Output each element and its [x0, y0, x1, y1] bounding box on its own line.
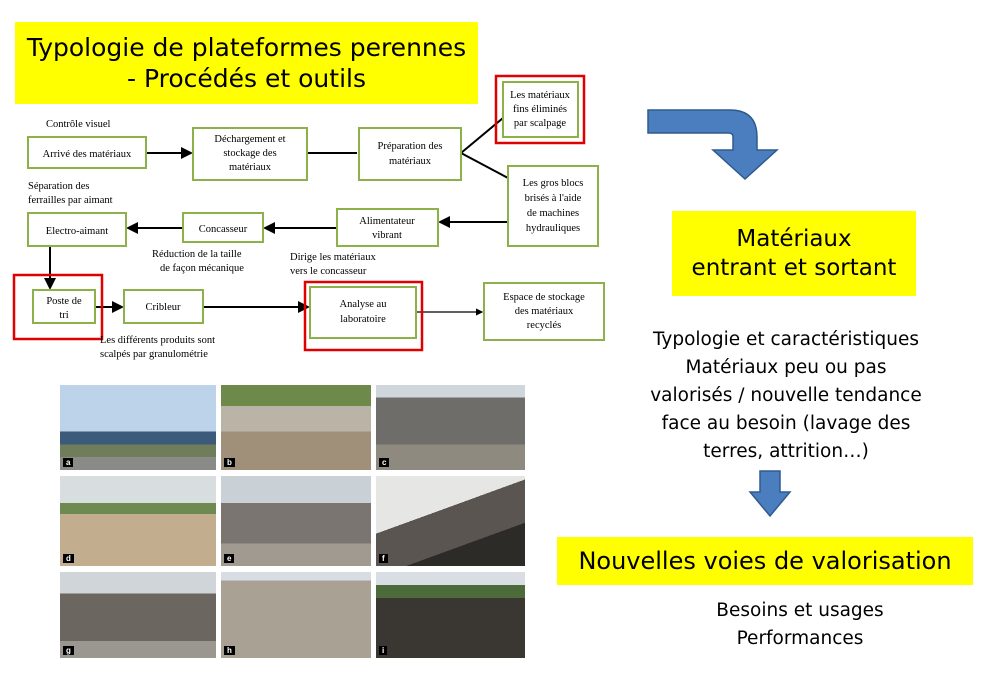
note-separation: Séparation des: [28, 181, 90, 192]
paragraph-line: terres, attrition…): [703, 441, 869, 462]
box-cribleur: Cribleur: [146, 302, 181, 313]
photo-c: c: [376, 385, 525, 470]
paragraph-line: face au besoin (lavage des: [661, 413, 911, 434]
box-espace-l2: des matériaux: [515, 306, 574, 317]
box-preparation: Préparation des: [377, 141, 442, 152]
box-fins-l2: fins éliminés: [513, 104, 567, 115]
box-dechargement: Déchargement et: [214, 134, 285, 145]
photo-label: e: [224, 554, 235, 563]
paragraph-line: valorisés / nouvelle tendance: [650, 385, 922, 406]
nouvelles-voies-text: Nouvelles voies de valorisation: [578, 547, 952, 575]
photo-a: a: [60, 385, 216, 470]
box-analyse: Analyse au: [340, 299, 388, 310]
box-gros-blocs-l2: brisés à l'aide: [525, 193, 582, 204]
box-espace-l3: recyclés: [527, 320, 561, 331]
box-fins: Les matériaux: [510, 90, 571, 101]
photo-label: i: [379, 646, 388, 655]
title-line-2: - Procédés et outils: [127, 64, 366, 93]
note-controle: Contrôle visuel: [46, 119, 111, 130]
note-dirige-l2: vers le concasseur: [290, 266, 367, 277]
box-dechargement-l2: stockage des: [223, 148, 276, 159]
photo-d: d: [60, 476, 216, 566]
photo-label: a: [63, 458, 74, 467]
box-concasseur: Concasseur: [199, 224, 248, 235]
performances-line: Performances: [736, 628, 864, 649]
box-gros-blocs-l4: hydrauliques: [526, 223, 580, 234]
box-gros-blocs-l3: de machines: [527, 208, 579, 219]
photo-label: b: [224, 458, 235, 467]
down-arrow-icon: [748, 470, 792, 518]
title-line-1: Typologie de plateformes perennes: [26, 32, 467, 62]
photo-label: g: [63, 646, 74, 655]
photo-b: b: [221, 385, 371, 470]
box-preparation-l2: matériaux: [389, 156, 432, 167]
process-flowchart: Arrivé des matériaux Déchargement et sto…: [12, 74, 605, 360]
box-poste: Poste de: [46, 296, 82, 307]
note-produits-l2: scalpés par granulométrie: [100, 349, 208, 360]
highlight-frame-fins: [494, 74, 586, 145]
highlight-frame-analyse: [303, 280, 424, 352]
paragraph-line: Typologie et caractéristiques: [652, 329, 920, 350]
photo-e: e: [221, 476, 371, 566]
besoins-line: Besoins et usages: [716, 600, 884, 621]
curved-arrow-icon: [647, 109, 779, 181]
box-fins-l3: par scalpage: [514, 118, 567, 129]
materiaux-box: Matériaux entrant et sortant: [672, 211, 916, 296]
box-arrive: Arrivé des matériaux: [43, 149, 132, 160]
materiaux-line-2: entrant et sortant: [691, 254, 897, 281]
note-produits: Les différents produits sont: [100, 335, 215, 346]
photo-g: g: [60, 572, 216, 658]
box-poste-l2: tri: [59, 310, 68, 321]
photo-h: h: [221, 572, 371, 658]
box-alimentateur: Alimentateur: [359, 216, 415, 227]
box-gros-blocs: Les gros blocs: [523, 178, 584, 189]
box-dechargement-l3: matériaux: [229, 162, 272, 173]
photo-f: f: [376, 476, 525, 566]
note-dirige: Dirige les matériaux: [290, 252, 376, 263]
photo-label: h: [224, 646, 235, 655]
box-analyse-l2: laboratoire: [340, 314, 386, 325]
photo-label: f: [379, 554, 388, 563]
paragraph-line: Matériaux peu ou pas: [685, 357, 887, 378]
typologie-paragraph: Typologie et caractéristiques Matériaux …: [626, 326, 946, 466]
slide-title: Typologie de plateformes perennes - Proc…: [15, 22, 478, 104]
photo-label: d: [63, 554, 74, 563]
note-separation-l2: ferrailles par aimant: [28, 195, 113, 206]
note-reduction-l2: de façon mécanique: [160, 263, 244, 274]
note-reduction: Réduction de la taille: [152, 249, 242, 260]
materiaux-line-1: Matériaux: [736, 225, 852, 252]
box-espace: Espace de stockage: [503, 292, 585, 303]
box-alimentateur-l2: vibrant: [372, 230, 402, 241]
highlight-frame-poste: [12, 273, 104, 341]
nouvelles-voies-box: Nouvelles voies de valorisation: [557, 537, 973, 585]
photo-label: c: [379, 458, 390, 467]
besoins-text: Besoins et usages Performances: [680, 597, 920, 653]
box-electro: Electro-aimant: [46, 226, 108, 237]
photo-i: i: [376, 572, 525, 658]
